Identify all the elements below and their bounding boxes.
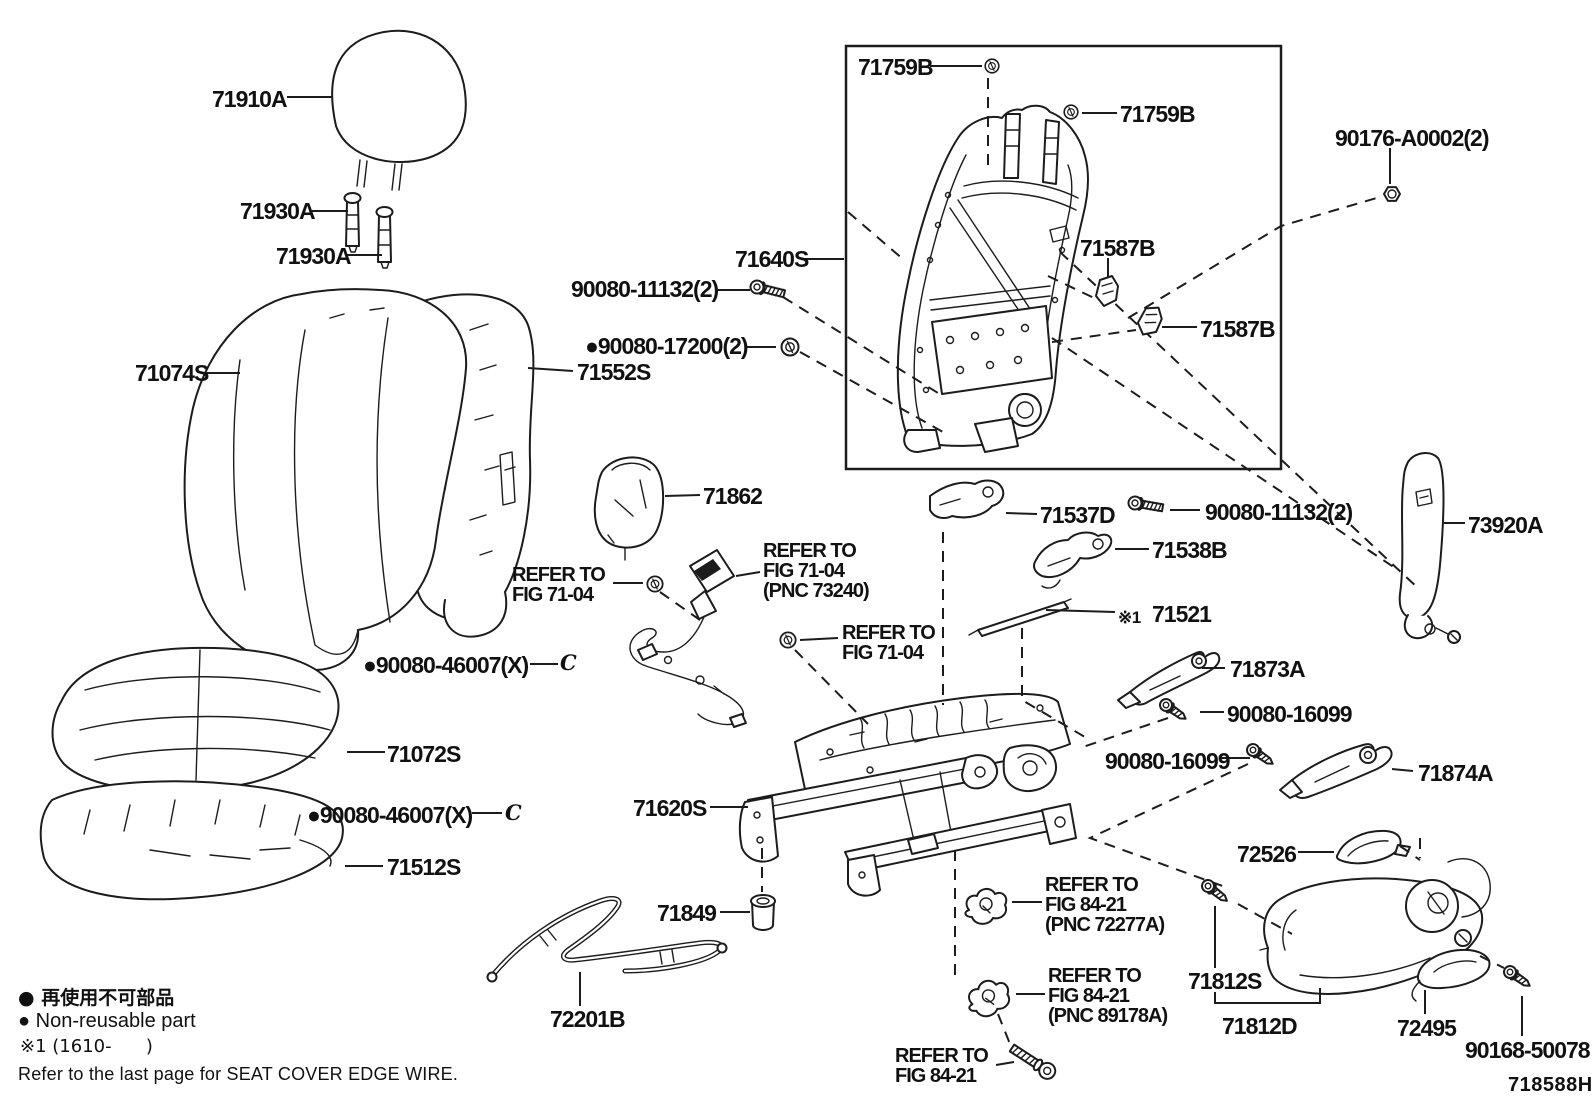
label-belt-guide-trim: 73920A — [1468, 512, 1544, 538]
bush — [750, 894, 776, 931]
track-bracket-inner — [1117, 651, 1221, 709]
note-refer-8421-a: REFER TO FIG 84-21 (PNC 72277A) — [1045, 874, 1165, 936]
label-shield-small: 71862 — [703, 483, 763, 509]
diagram-id: 718588H — [1508, 1074, 1592, 1096]
label-back-cover: 71074S — [135, 360, 209, 386]
seat-edge-wire — [968, 598, 1072, 637]
legend-note-applicability: ※1 (1610- ) — [20, 1036, 153, 1057]
label-edge-wire-prefix: ※1 — [1118, 608, 1141, 627]
label-clip-2: 71587B — [1200, 316, 1276, 342]
screw-71812 — [1198, 876, 1232, 907]
label-edge-wire: 71521 — [1152, 601, 1212, 627]
bolt-11132-lower — [1126, 494, 1165, 516]
belt-guide-trim — [1398, 452, 1461, 644]
legend-non-reusable-jp: ● 再使用不可部品 — [18, 987, 175, 1009]
label-back-frame: 71640S — [735, 246, 809, 272]
fasteners — [646, 58, 1535, 1080]
track-bracket-outer — [1279, 743, 1393, 799]
label-bush: 71849 — [657, 900, 717, 926]
label-screw-handle: 90168-50078 — [1465, 1037, 1591, 1063]
label-bolt-upper: 90080-11132(2) — [571, 276, 719, 302]
label-track-bracket-inner: 71873A — [1230, 656, 1306, 682]
bolt-long — [1008, 1043, 1057, 1080]
label-cushion-clip-b: ●90080-46007(X) — [307, 802, 473, 828]
grommet-71759b-1 — [984, 58, 1000, 74]
label-grommet-top-left: 71759B — [858, 54, 934, 80]
leader-lines — [205, 65, 1523, 1066]
label-grommet-top-right: 71759B — [1120, 101, 1196, 127]
label-screw-inner: 90080-16099 — [1227, 701, 1353, 727]
label-cushion-clip-a: ●90080-46007(X) — [363, 652, 529, 678]
note-refer-7104-b: REFER TO FIG 71-04 (PNC 73240) — [763, 540, 870, 602]
seat-back-cover — [183, 288, 468, 672]
label-back-pad: 71552S — [577, 359, 651, 385]
label-bracket-upper: 71537D — [1040, 502, 1116, 528]
nut-90176 — [1383, 186, 1401, 202]
legend-non-reusable-en: ● Non-reusable part — [18, 1010, 196, 1032]
seat-cushion-pad — [39, 780, 344, 901]
screw-16099-2 — [1243, 740, 1278, 770]
hinge-cover — [1335, 829, 1411, 865]
seat-cushion-cover — [51, 646, 340, 793]
label-track-bracket-outer: 71874A — [1418, 760, 1494, 786]
label-hinge-cover: 72526 — [1237, 841, 1297, 867]
label-adjuster: 71620S — [633, 795, 707, 821]
label-recline-handle: 72495 — [1397, 1015, 1457, 1041]
label-cushion-cover: 71072S — [387, 741, 461, 767]
label-clip-1: 71587B — [1080, 235, 1156, 261]
legend-note-edge-wire: Refer to the last page for SEAT COVER ED… — [18, 1064, 459, 1084]
seat-back-frame — [896, 104, 1089, 453]
bracket-71537d — [929, 479, 1005, 519]
label-grommet-mid: ●90080-17200(2) — [585, 333, 749, 359]
label-headrest-guide-1: 71930A — [240, 198, 316, 224]
label-bolt-lower: 90080-11132(2) — [1205, 499, 1353, 525]
grommet-71759b-2 — [1063, 104, 1079, 120]
belt-buckle-and-harness — [629, 549, 747, 728]
label-clip-c-mark-a: C — [560, 650, 577, 675]
side-shield-small — [593, 456, 665, 561]
bracket-71538b — [1033, 531, 1113, 589]
label-bracket-lower: 71538B — [1152, 537, 1228, 563]
recline-handle — [1411, 948, 1491, 1002]
label-clip-c-mark-b: C — [505, 800, 522, 825]
screw-90168 — [1500, 962, 1535, 992]
label-wire-rod: 72201B — [550, 1006, 626, 1032]
clamp-72277a — [964, 887, 1008, 925]
note-refer-7104-c: REFER TO FIG 71-04 — [842, 622, 936, 664]
label-screw-outer: 90080-16099 — [1105, 748, 1231, 774]
wire-rod — [486, 896, 728, 983]
seat-adjuster — [738, 692, 1077, 897]
headrest — [331, 29, 467, 191]
note-refer-8421-b: REFER TO FIG 84-21 (PNC 89178A) — [1048, 965, 1168, 1027]
clamp-89178a — [964, 977, 1013, 1020]
label-nut-back-frame: 90176-A0002(2) — [1335, 125, 1490, 151]
note-refer-8421-c: REFER TO FIG 84-21 — [895, 1045, 989, 1087]
clip-71587b-1 — [1095, 275, 1119, 307]
bolt-11132-upper — [748, 278, 787, 302]
note-refer-7104-a: REFER TO FIG 71-04 — [512, 564, 606, 606]
label-headrest: 71910A — [212, 86, 288, 112]
assembly-dashed-lines — [659, 78, 1505, 1045]
label-shield-assy: 71812S — [1188, 968, 1262, 994]
label-headrest-guide-2: 71930A — [276, 243, 352, 269]
grommet-refer-a — [646, 575, 664, 593]
label-shield-panel: 71812D — [1222, 1013, 1298, 1039]
label-cushion-pad: 71512S — [387, 854, 461, 880]
headrest-guides — [343, 192, 394, 269]
grommet-refer-c — [779, 631, 797, 649]
grommet-17200 — [780, 337, 800, 357]
